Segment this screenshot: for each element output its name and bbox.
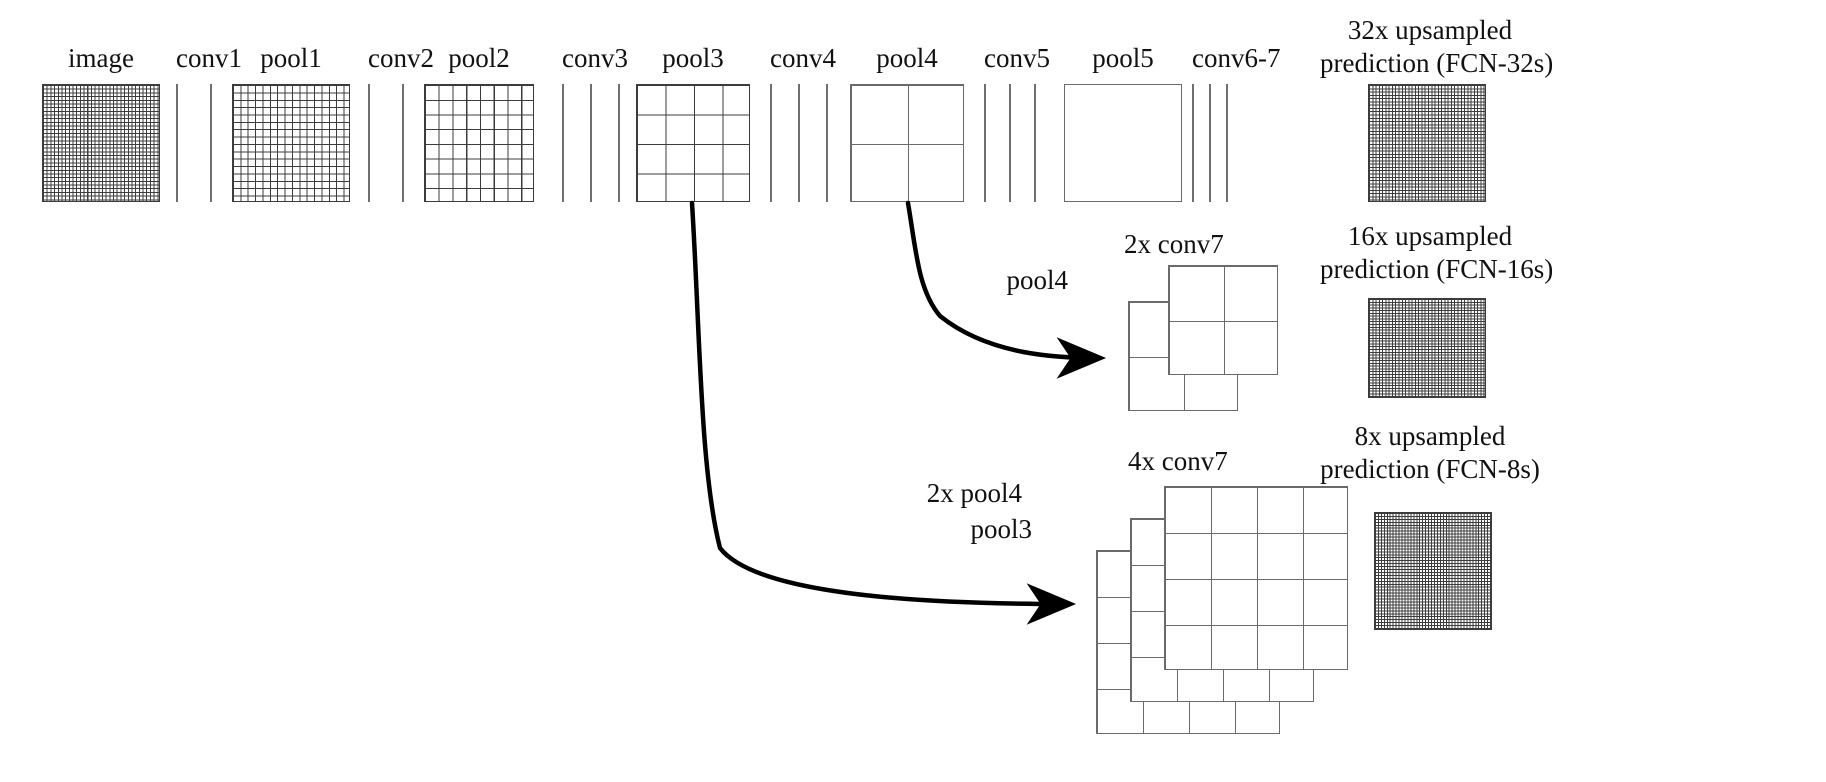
- stage-label-pool5: pool5: [1092, 43, 1154, 73]
- conv-line: [402, 84, 404, 202]
- stage-label-conv3: conv3: [562, 43, 628, 73]
- prediction-map-fcn16s: [1368, 298, 1486, 398]
- skip-layer-label-2xpool4: 2x pool4: [926, 478, 1022, 508]
- conv-lines-conv5: [984, 84, 1036, 202]
- conv-line: [798, 84, 800, 202]
- prediction-label-line2: prediction (FCN-32s): [1320, 47, 1554, 78]
- conv-lines-conv67: [1192, 84, 1228, 202]
- prediction-label-line2: prediction (FCN-8s): [1320, 453, 1540, 484]
- stage-label-pool2: pool2: [448, 43, 510, 73]
- conv-lines-conv4: [770, 84, 828, 202]
- conv-line: [618, 84, 620, 202]
- feature-map-pool4: [850, 84, 964, 202]
- prediction-label-line2: prediction (FCN-16s): [1320, 253, 1554, 284]
- feature-map-pool5: [1064, 84, 1182, 202]
- skip-layer-label-pool3: pool3: [970, 514, 1032, 544]
- stage-label-conv4: conv4: [770, 43, 836, 73]
- conv-line: [562, 84, 564, 202]
- prediction-label-line1: 8x upsampled: [1354, 421, 1506, 451]
- feature-map-pool1: [232, 84, 350, 202]
- stage-label-image: image: [68, 43, 134, 73]
- conv-line: [984, 84, 986, 202]
- conv-line: [770, 84, 772, 202]
- conv-line: [176, 84, 178, 202]
- conv-line: [1009, 84, 1011, 202]
- arrow-pool4-to-fcn16s: [905, 200, 1107, 379]
- arrow-pool3-to-fcn8s: [689, 200, 1077, 625]
- conv-line: [1034, 84, 1036, 202]
- stage-label-pool4: pool4: [876, 43, 938, 73]
- skip-layer-2xconv7: [1168, 265, 1278, 375]
- conv-lines-conv1: [176, 84, 212, 202]
- conv-lines-conv3: [562, 84, 620, 202]
- feature-map-image: [42, 84, 160, 202]
- stage-label-pool3: pool3: [662, 43, 724, 73]
- conv-line: [1192, 84, 1194, 202]
- skip-layer-label-4xconv7: 4x conv7: [1128, 446, 1228, 476]
- feature-map-pool2: [424, 84, 534, 202]
- conv-line: [1226, 84, 1228, 202]
- conv-lines-conv2: [368, 84, 404, 202]
- conv-line: [1209, 84, 1211, 202]
- prediction-map-fcn32s: [1368, 84, 1486, 202]
- conv-line: [368, 84, 370, 202]
- feature-map-pool3: [636, 84, 750, 202]
- conv-line: [826, 84, 828, 202]
- skip-layer-label-pool4: pool4: [1006, 265, 1068, 295]
- skip-layer-label-2xconv7: 2x conv7: [1124, 229, 1224, 259]
- prediction-label-line1: 16x upsampled: [1347, 221, 1513, 251]
- conv-line: [590, 84, 592, 202]
- prediction-label-line1: 32x upsampled: [1347, 15, 1513, 45]
- prediction-map-fcn8s: [1374, 512, 1492, 630]
- conv-line: [210, 84, 212, 202]
- stage-label-pool1: pool1: [260, 43, 322, 73]
- skip-layer-4xconv7: [1164, 486, 1348, 670]
